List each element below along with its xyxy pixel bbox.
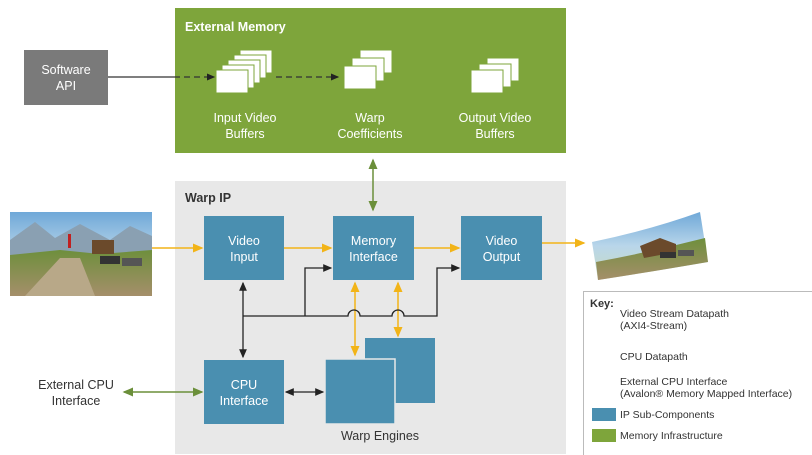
warp-engines-label: Warp Engines xyxy=(340,429,420,443)
cpu-interface-box xyxy=(204,360,284,424)
legend-video-stream: Video Stream Datapath (AXI4-Stream) xyxy=(620,308,729,332)
video-output-label: Video Output xyxy=(482,234,521,264)
video-input-label: Video Input xyxy=(228,234,260,264)
legend-memory-infra: Memory Infrastructure xyxy=(620,430,723,442)
legend-external-cpu: External CPU Interface (Avalon® Memory M… xyxy=(620,376,793,400)
legend-panel: Key: Video Stream Datapath (AXI4-Stream)… xyxy=(583,291,812,455)
video-output-box xyxy=(461,216,542,280)
memory-interface-box xyxy=(333,216,414,280)
output-warped-photo xyxy=(592,212,708,280)
software-api-box xyxy=(24,50,108,105)
output-buffers-icon xyxy=(470,57,520,94)
warp-ip-title: Warp IP xyxy=(185,191,232,205)
memory-interface-label: Memory Interface xyxy=(349,234,398,264)
software-api-label: Software API xyxy=(41,63,91,93)
external-cpu-label: External CPU Interface xyxy=(38,378,114,408)
legend-ip-sub: IP Sub-Components xyxy=(620,409,715,421)
video-input-box xyxy=(204,216,284,280)
legend-cpu-datapath: CPU Datapath xyxy=(620,351,688,363)
legend-memory-swatch xyxy=(592,429,616,442)
input-buffers-icon xyxy=(215,49,273,94)
legend-ip-swatch xyxy=(592,408,616,421)
warp-coefficients-icon xyxy=(343,49,393,90)
cpu-interface-label: CPU Interface xyxy=(219,378,269,408)
warp-engine-front xyxy=(324,358,396,425)
input-landscape-photo xyxy=(10,212,152,296)
output-buffers-label: Output Video Buffers xyxy=(458,111,532,141)
external-memory-title: External Memory xyxy=(185,20,286,34)
warp-coefficients-label: Warp Coefficients xyxy=(337,111,403,141)
input-buffers-label: Input Video Buffers xyxy=(213,111,277,141)
legend-title: Key: xyxy=(590,298,614,310)
